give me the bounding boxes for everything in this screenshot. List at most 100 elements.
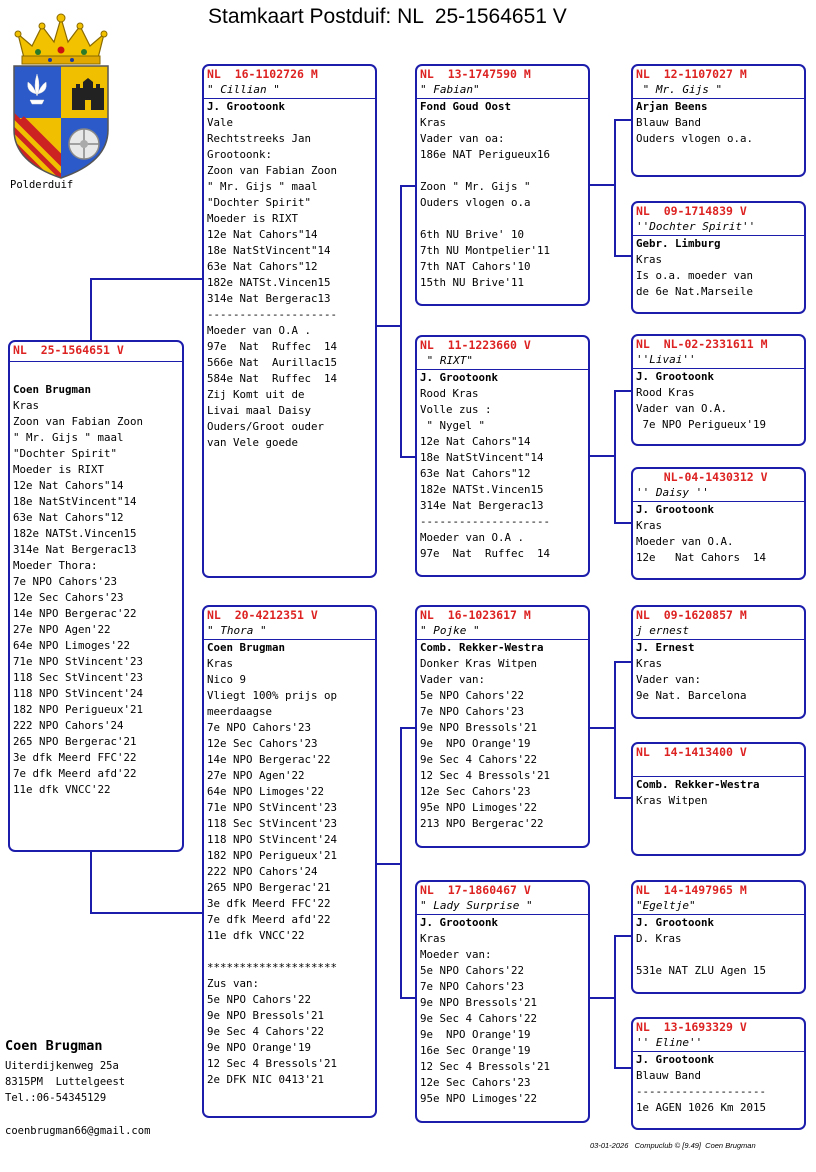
info-line: Moeder is RIXT xyxy=(13,463,105,476)
info-line: Zoon van Fabian Zoon xyxy=(13,415,144,428)
info-line xyxy=(633,947,804,963)
info-line: 12 Sec 4 Bressols'21 xyxy=(420,1060,551,1073)
pigeon-name: " Lady Surprise " xyxy=(417,898,588,915)
info-line: 97e Nat Ruffec 14 xyxy=(207,340,338,353)
breeder-name: Coen Brugman xyxy=(13,383,92,396)
pigeon-name: ''Dochter Spirit'' xyxy=(633,219,804,236)
breeder-name: J. Grootoonk xyxy=(636,503,715,516)
breeder-name: J. Ernest xyxy=(636,641,695,654)
info-line: 9e NPO Bressols'21 xyxy=(420,996,538,1009)
info-line: 27e NPO Agen'22 xyxy=(13,623,111,636)
info-line: Zoon " Mr. Gijs " xyxy=(420,180,531,193)
info-line: 265 NPO Bergerac'21 xyxy=(207,881,331,894)
connector-line xyxy=(614,935,616,1068)
info-line: Donker Kras Witpen xyxy=(420,657,538,670)
info-line: 12e Nat Cahors"14 xyxy=(207,228,318,241)
info-line: Volle zus : xyxy=(420,403,492,416)
info-line: 12e Nat Cahors 14 xyxy=(636,551,767,564)
connector-line xyxy=(614,661,632,663)
info-line: 12e Sec Cahors'23 xyxy=(420,1076,531,1089)
connector-line xyxy=(614,119,616,256)
pigeon-name: '' Eline'' xyxy=(633,1035,804,1052)
info-line: Livai maal Daisy xyxy=(207,404,312,417)
breeder-name: Coen Brugman xyxy=(207,641,286,654)
info-line: Grootoonk: xyxy=(207,148,273,161)
ring-number: NL 13-1693329 V xyxy=(636,1020,747,1034)
info-line: 3e dfk Meerd FFC'22 xyxy=(207,897,331,910)
info-line: Kras xyxy=(636,657,663,670)
info-line: " Mr. Gijs " maal xyxy=(207,180,318,193)
info-line: 9e NPO Bressols'21 xyxy=(420,721,538,734)
owner-address-line: Uiterdijkenweg 25a xyxy=(5,1060,119,1072)
connector-line xyxy=(90,278,203,280)
info-line: 118 Sec StVincent'23 xyxy=(207,817,338,830)
info-line: 7th NU Montpelier'11 xyxy=(420,244,551,257)
info-line: 27e NPO Agen'22 xyxy=(207,769,305,782)
connector-line xyxy=(614,390,632,392)
info-line: Vader van O.A. xyxy=(636,402,728,415)
info-line: meerdaagse xyxy=(207,705,273,718)
info-line: 11e dfk VNCC'22 xyxy=(13,783,111,796)
info-line: Moeder van: xyxy=(420,948,492,961)
info-line: Kras xyxy=(13,399,40,412)
ring-number: NL 12-1107027 M xyxy=(636,67,747,81)
info-line: Kras xyxy=(420,116,447,129)
info-line: 7e NPO Perigueux'19 xyxy=(636,418,767,431)
info-line: 12 Sec 4 Bressols'21 xyxy=(420,769,551,782)
connector-line xyxy=(614,797,632,799)
info-line: 9e NPO Orange'19 xyxy=(207,1041,312,1054)
breeder-name: Comb. Rekker-Westra xyxy=(420,641,544,654)
info-line: 182 NPO Perigueux'21 xyxy=(13,703,144,716)
info-line: 5e NPO Cahors'22 xyxy=(420,964,525,977)
ring-number: NL NL-02-2331611 M xyxy=(636,337,768,351)
pigeon-card-ggp-2[interactable]: NL 09-1714839 V''Dochter Spirit''Gebr. L… xyxy=(631,201,806,314)
info-line: 6th NU Brive' 10 xyxy=(420,228,525,241)
info-line: " Nygel " xyxy=(420,419,486,432)
pigeon-card-maternal-grandmother[interactable]: NL 17-1860467 V" Lady Surprise "J. Groot… xyxy=(415,880,590,1123)
connector-line xyxy=(614,119,632,121)
ring-number: NL 20-4212351 V xyxy=(207,608,318,622)
info-line: Vader van: xyxy=(420,673,486,686)
info-line: Kras xyxy=(636,519,663,532)
pigeon-name: " Pojke " xyxy=(417,623,588,640)
info-line: Blauw Band xyxy=(636,1069,702,1082)
connector-line xyxy=(90,278,92,341)
ring-number: NL 25-1564651 V xyxy=(13,343,124,357)
info-line: 97e Nat Ruffec 14 xyxy=(420,547,551,560)
info-line: Kras xyxy=(636,253,663,266)
connector-line xyxy=(614,522,632,524)
info-line: 12 Sec 4 Bressols'21 xyxy=(207,1057,338,1070)
connector-line xyxy=(400,456,416,458)
info-line: 12e Sec Cahors'23 xyxy=(207,737,318,750)
info-line: Zij Komt uit de xyxy=(207,388,305,401)
info-line: 18e NatStVincent"14 xyxy=(13,495,137,508)
owner-email[interactable]: coenbrugman66@gmail.com xyxy=(5,1125,151,1137)
connector-line xyxy=(614,661,616,798)
info-line: 7e dfk Meerd afd'22 xyxy=(207,913,331,926)
info-line: 118 NPO StVincent'24 xyxy=(207,833,338,846)
info-line: Moeder van O.A . xyxy=(207,324,312,337)
pigeon-name-empty xyxy=(633,760,804,777)
connector-line xyxy=(614,390,616,523)
pigeon-card-maternal-grandfather[interactable]: NL 16-1023617 M" Pojke "Comb. Rekker-Wes… xyxy=(415,605,590,848)
info-line: 9e NPO Orange'19 xyxy=(420,1028,531,1041)
info-line: 64e NPO Limoges'22 xyxy=(207,785,325,798)
breeder-name: Comb. Rekker-Westra xyxy=(636,778,760,791)
info-line: 265 NPO Bergerac'21 xyxy=(13,735,137,748)
info-line: Vliegt 100% prijs op xyxy=(207,689,338,702)
connector-line xyxy=(400,727,416,729)
info-line: 3e dfk Meerd FFC'22 xyxy=(13,751,137,764)
info-line: "Dochter Spirit" xyxy=(207,196,312,209)
